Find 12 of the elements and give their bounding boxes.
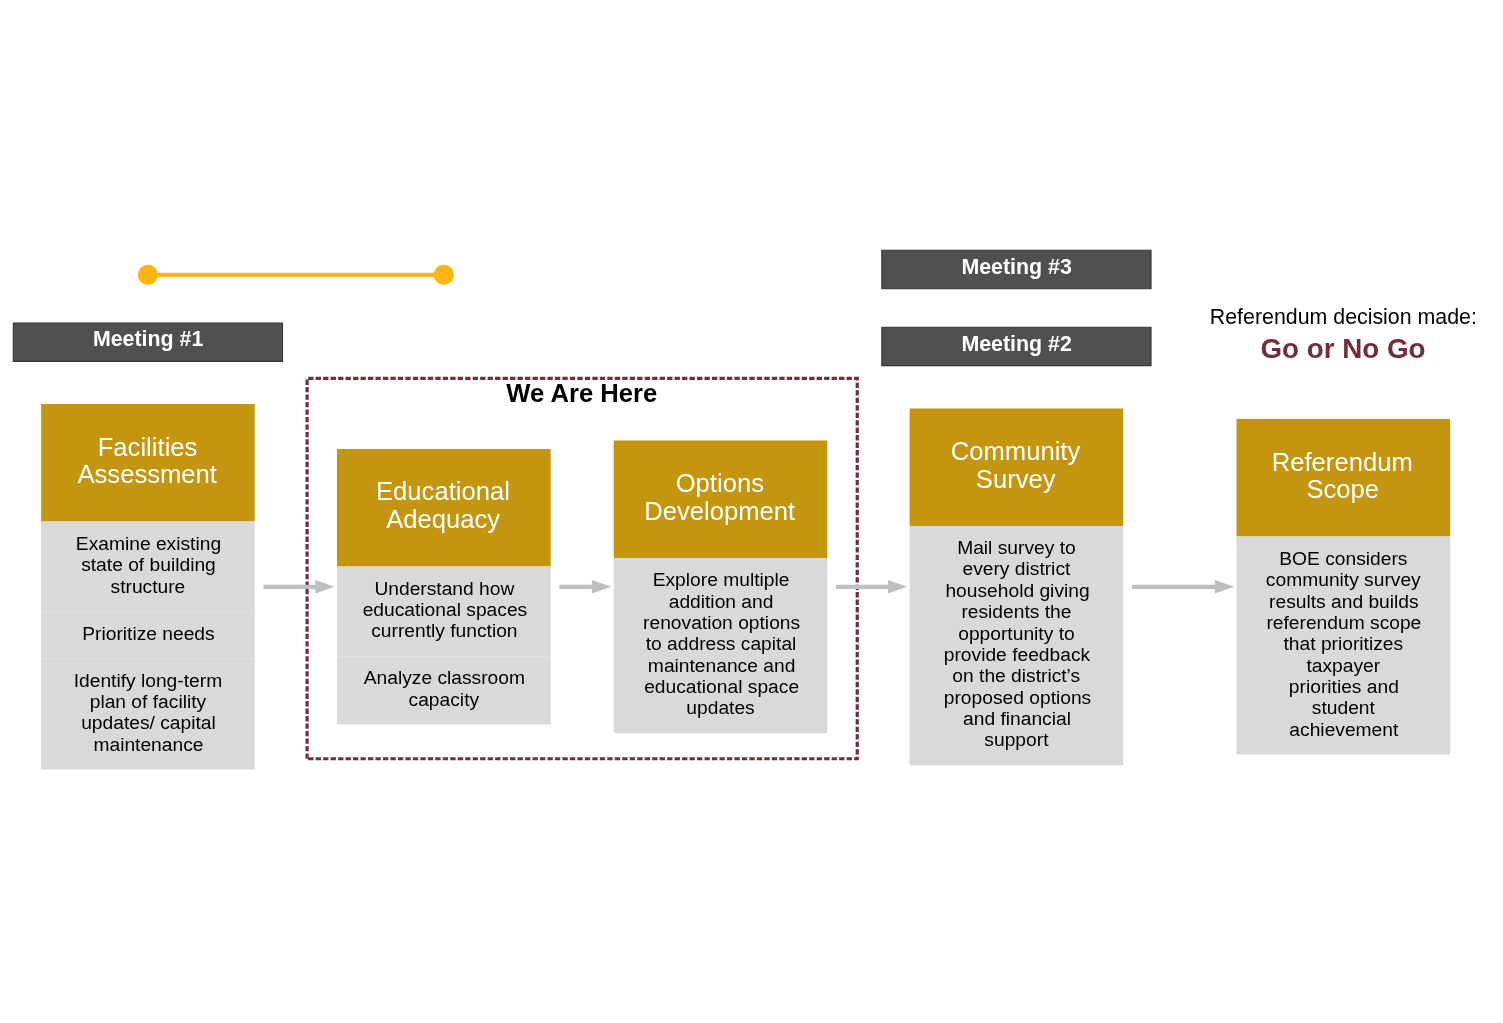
arrow bbox=[1132, 579, 1235, 594]
node-box: Meeting #3 bbox=[881, 249, 1152, 289]
arrow bbox=[559, 579, 612, 594]
node-box: Meeting #2 bbox=[881, 326, 1152, 366]
label: Referendum decision made: bbox=[1209, 304, 1477, 329]
connector bbox=[157, 272, 434, 277]
label: Go or No Go bbox=[1260, 332, 1426, 364]
node-circle bbox=[137, 264, 159, 285]
node-box: Meeting #1 bbox=[12, 321, 284, 362]
arrow bbox=[836, 579, 908, 594]
node-circle bbox=[433, 264, 454, 285]
arrow bbox=[263, 579, 335, 594]
